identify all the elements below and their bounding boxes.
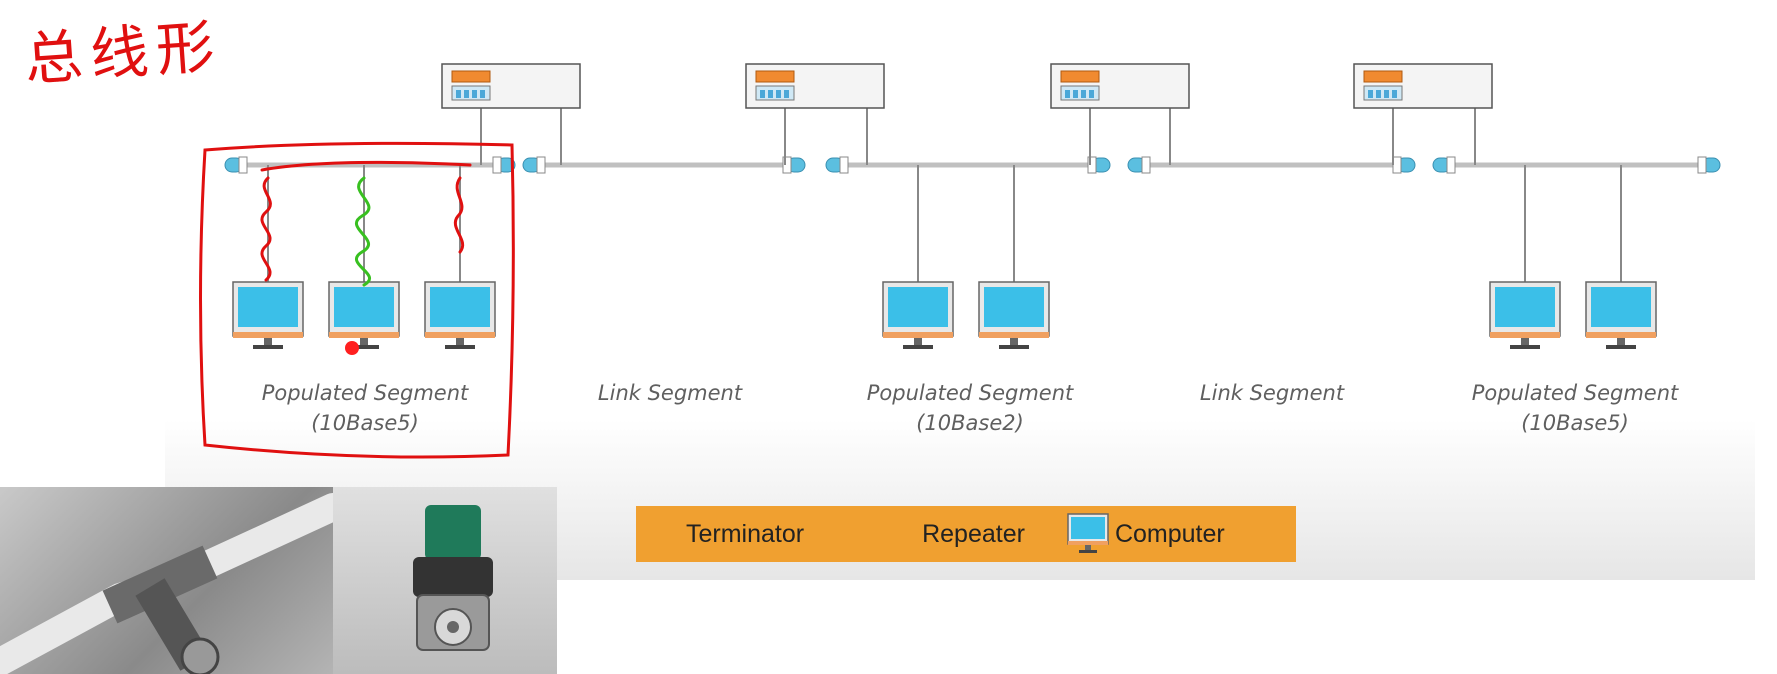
computer-3: [424, 165, 496, 350]
segment-5-type: (10Base5): [1521, 411, 1629, 435]
segment-cable-3: [825, 156, 1111, 174]
legend-computer-icon: [1067, 513, 1109, 553]
segment-label-4: Link Segment: [1122, 378, 1422, 408]
annotation-green-loop: [354, 176, 372, 287]
segment-cable-5: [1432, 156, 1721, 174]
computer-2: [328, 165, 400, 350]
segment-3-name: Populated Segment: [866, 381, 1074, 405]
bnc-t-connector-photo: [0, 487, 333, 674]
computer-4: [882, 165, 954, 350]
handwritten-title: 总线形: [22, 12, 225, 94]
legend-item-computer: Computer: [1065, 512, 1225, 556]
legend-item-terminator: Terminator: [682, 520, 804, 549]
segment-3-type: (10Base2): [916, 411, 1024, 435]
segment-4-name: Link Segment: [1199, 381, 1345, 405]
segment-label-3: Populated Segment (10Base2): [820, 378, 1120, 438]
cursor-dot: [345, 341, 359, 355]
repeater-3: [1050, 63, 1190, 165]
segment-2-name: Link Segment: [597, 381, 743, 405]
segment-label-2: Link Segment: [520, 378, 820, 408]
computer-7: [1585, 165, 1657, 350]
repeater-4: [1353, 63, 1493, 165]
legend-terminator-label: Terminator: [686, 519, 805, 548]
segment-label-1: Populated Segment (10Base5): [215, 378, 515, 438]
legend-computer-label: Computer: [1114, 519, 1225, 548]
bnc-terminator-photo: [333, 487, 557, 674]
legend-repeater-label: Repeater: [922, 519, 1025, 548]
segment-cable-4: [1127, 156, 1416, 174]
legend-item-repeater: Repeater: [918, 520, 1025, 549]
computer-6: [1489, 165, 1561, 350]
segment-1-type: (10Base5): [311, 411, 419, 435]
segment-1-name: Populated Segment: [261, 381, 469, 405]
segment-label-5: Populated Segment (10Base5): [1425, 378, 1725, 438]
annotation-highlight-box: [199, 141, 515, 459]
repeater-2: [745, 63, 885, 165]
segment-cable-2: [522, 156, 806, 174]
computer-1: [232, 165, 304, 350]
computer-5: [978, 165, 1050, 350]
repeater-1: [441, 63, 581, 165]
legend: Terminator Repeater Computer: [636, 506, 1296, 562]
segment-5-name: Populated Segment: [1471, 381, 1679, 405]
